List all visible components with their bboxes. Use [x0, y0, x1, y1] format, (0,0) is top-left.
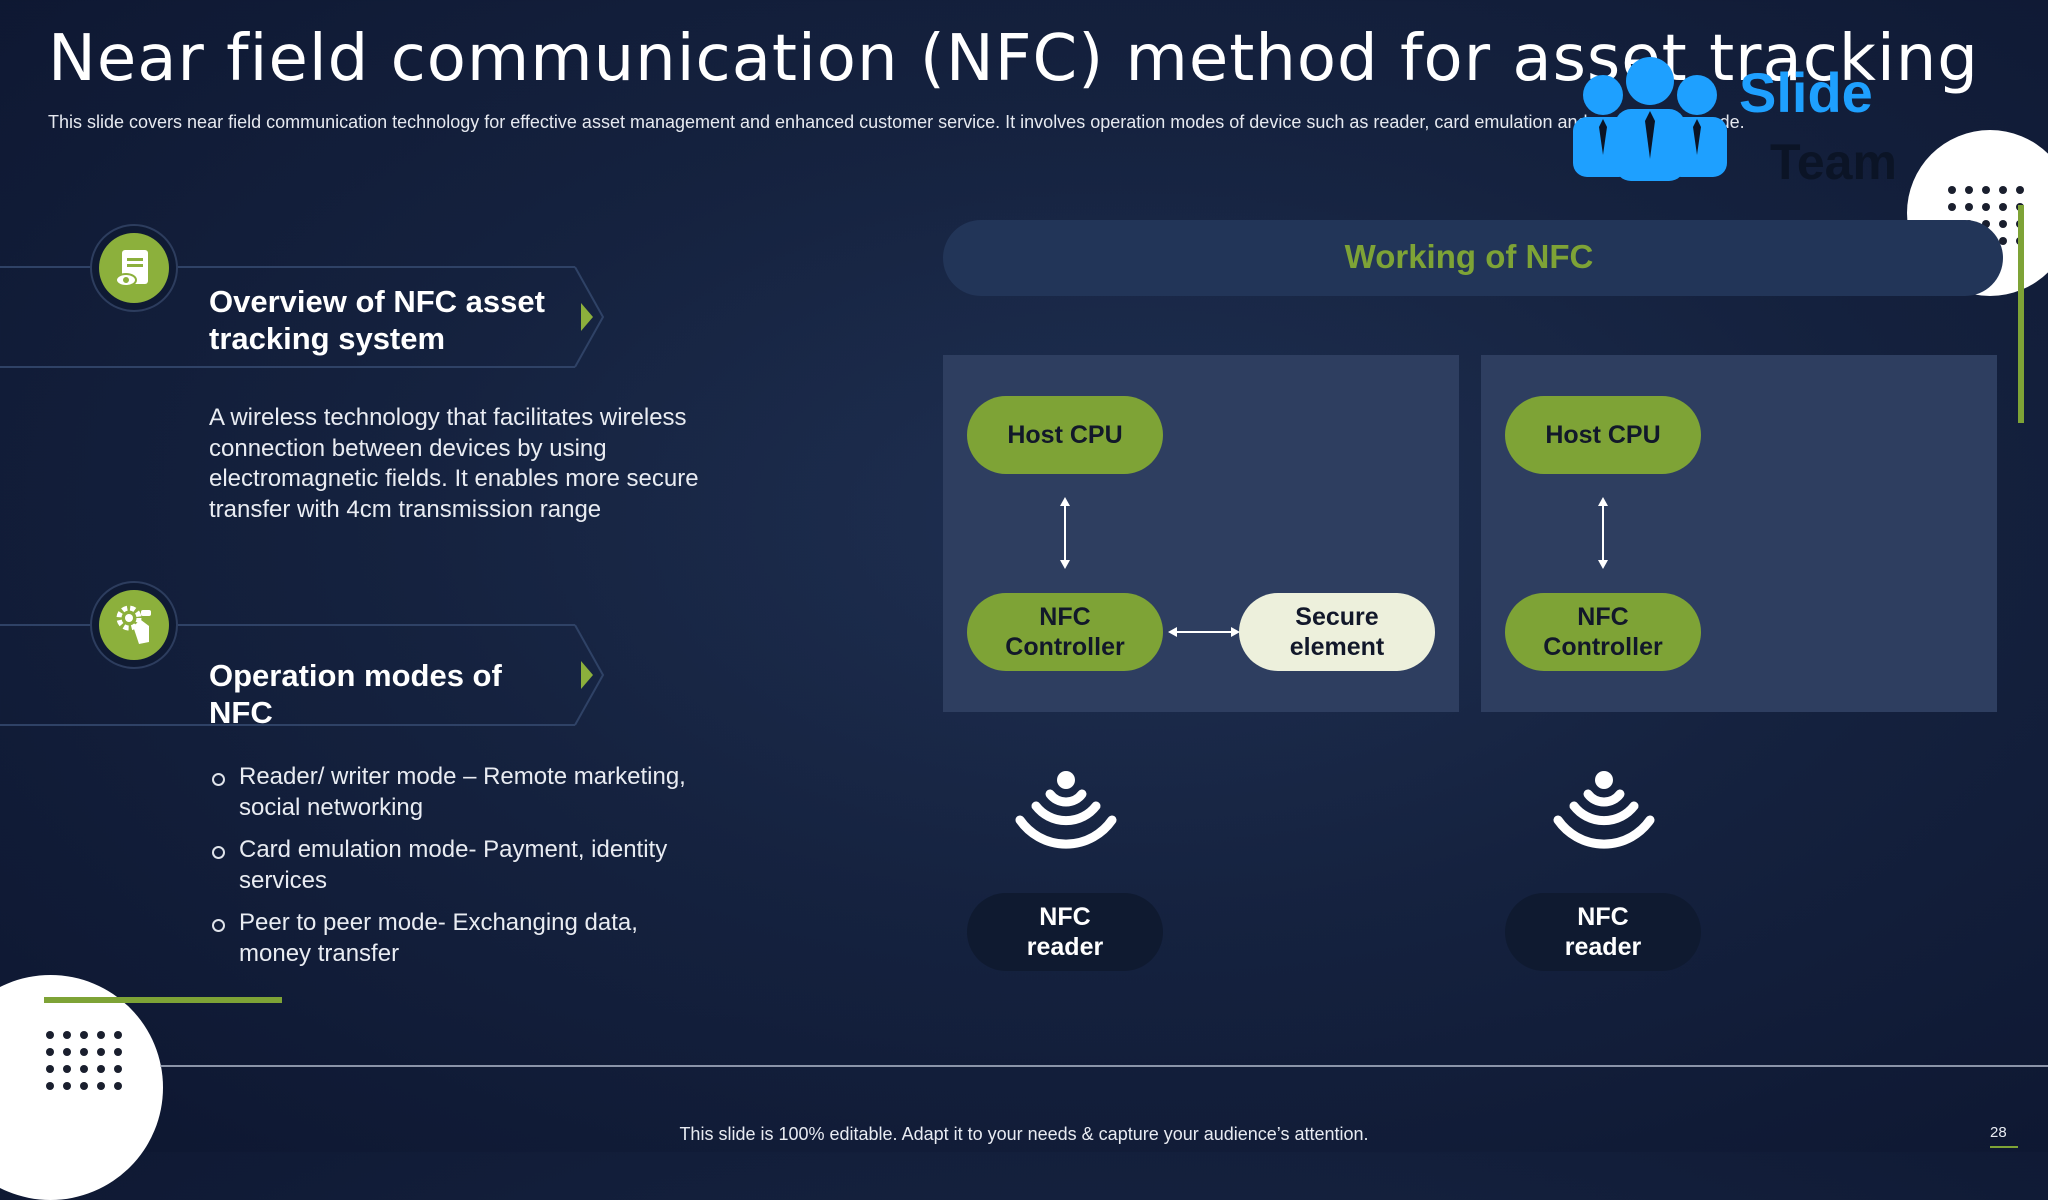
- list-item: Reader/ writer mode – Remote marketing, …: [209, 762, 709, 823]
- host-cpu-node: Host CPU: [967, 396, 1163, 474]
- node-label: NFC: [1039, 903, 1091, 931]
- node-label: NFC: [1577, 603, 1629, 631]
- footer-divider: [160, 1065, 2048, 1067]
- accent-line: [44, 997, 282, 1003]
- overview-description: A wireless technology that facilitates w…: [209, 404, 699, 523]
- node-label: Host CPU: [1545, 421, 1661, 449]
- logo-word-team: Team: [1770, 134, 1897, 190]
- node-label: NFC: [1577, 903, 1629, 931]
- people-icon: [1573, 57, 1727, 181]
- document-eye-icon: [115, 250, 148, 287]
- accent-line: [2018, 205, 2024, 423]
- list-item: Peer to peer mode- Exchanging data, mone…: [209, 908, 709, 969]
- slideteam-logo: Slide Team: [1565, 55, 1897, 190]
- operation-header-box: [0, 624, 575, 726]
- list-item: Card emulation mode- Payment, identity s…: [209, 835, 709, 896]
- operation-header-chevron: [574, 624, 605, 726]
- node-label: reader: [1564, 933, 1642, 961]
- node-label: NFC: [1039, 603, 1091, 631]
- host-cpu-node: Host CPU: [1505, 396, 1701, 474]
- node-label: Host CPU: [1007, 421, 1123, 449]
- operation-modes-list: Reader/ writer mode – Remote marketing, …: [209, 762, 709, 981]
- overview-header-box: [0, 266, 575, 368]
- node-label: Secure: [1295, 603, 1379, 631]
- horizontal-arrow: [1168, 627, 1240, 637]
- overview-title: Overview of NFC asset tracking system: [209, 284, 545, 356]
- vertical-arrow: [1598, 497, 1608, 569]
- wireless-signal-icon: [1015, 771, 1117, 849]
- page-number-underline: [1990, 1146, 2018, 1148]
- slide-subtitle: This slide covers near field communicati…: [48, 112, 1745, 132]
- overview-icon-badge: [90, 224, 178, 312]
- operation-icon-badge: [90, 581, 178, 669]
- gear-hand-icon: [116, 605, 151, 644]
- node-label: Controller: [1005, 633, 1125, 661]
- dot-grid-icon: [46, 1031, 122, 1090]
- node-label: reader: [1026, 933, 1104, 961]
- overview-header-chevron: [574, 266, 605, 368]
- footer-note: This slide is 100% editable. Adapt it to…: [679, 1124, 1369, 1144]
- page-number: 28: [1990, 1124, 2007, 1141]
- diagram-title: Working of NFC: [1344, 238, 1594, 275]
- vertical-arrow: [1060, 497, 1070, 569]
- node-label: element: [1289, 633, 1385, 661]
- operation-title: Operation modes of NFC: [209, 658, 502, 730]
- wireless-signal-icon: [1553, 771, 1655, 849]
- diagram-header-bar: [943, 220, 2003, 296]
- node-label: Controller: [1543, 633, 1663, 661]
- logo-word-slide: Slide: [1739, 61, 1873, 124]
